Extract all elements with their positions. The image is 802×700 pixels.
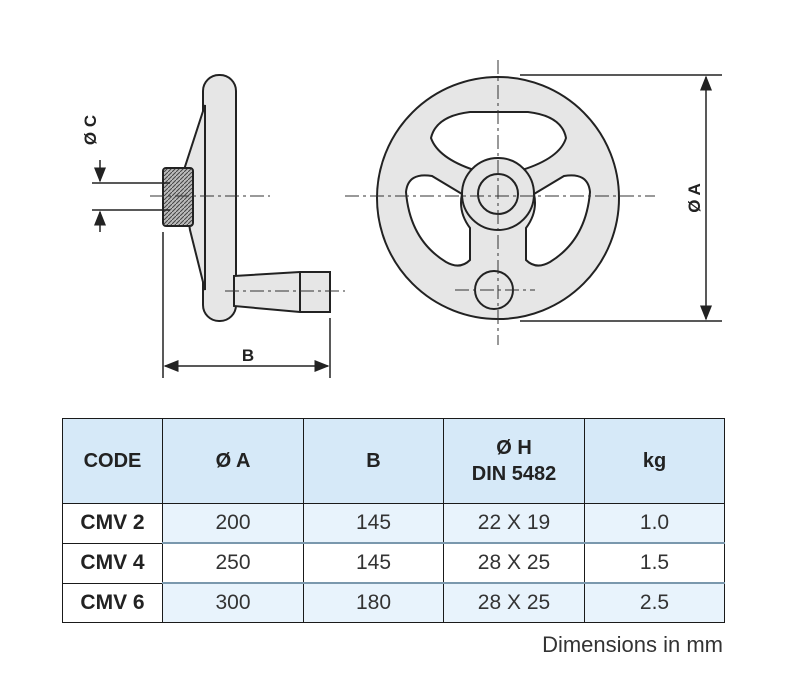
side-handle bbox=[233, 271, 331, 313]
cell-b: 145 bbox=[303, 503, 444, 544]
dimensions-note: Dimensions in mm bbox=[542, 632, 723, 657]
cell-kg: 1.5 bbox=[584, 542, 725, 584]
cell-code: CMV 4 bbox=[62, 542, 163, 584]
table-row: CMV 6 300 180 28 X 25 2.5 bbox=[62, 582, 725, 623]
dim-b-label: B bbox=[242, 346, 254, 365]
handwheel-technical-drawing: B Ø C Ø A bbox=[81, 60, 722, 378]
side-hub bbox=[162, 167, 194, 227]
cell-code: CMV 2 bbox=[62, 503, 163, 544]
cell-dia-h: 28 X 25 bbox=[443, 582, 585, 623]
cell-dia-a: 250 bbox=[162, 542, 304, 584]
table-row: CMV 2 200 145 22 X 19 1.0 bbox=[62, 503, 725, 544]
cell-code: CMV 6 bbox=[62, 582, 163, 623]
cell-kg: 2.5 bbox=[584, 582, 725, 623]
cell-b: 145 bbox=[303, 542, 444, 584]
dim-a-label: Ø A bbox=[685, 183, 704, 213]
side-view bbox=[162, 74, 331, 322]
cell-dia-a: 300 bbox=[162, 582, 304, 623]
side-rim bbox=[202, 74, 237, 322]
header-code: CODE bbox=[62, 418, 163, 504]
cell-dia-h: 22 X 19 bbox=[443, 503, 585, 544]
header-b: B bbox=[303, 418, 444, 504]
dim-c-label: Ø C bbox=[81, 115, 100, 145]
cell-b: 180 bbox=[303, 582, 444, 623]
cell-dia-h: 28 X 25 bbox=[443, 542, 585, 584]
cell-dia-a: 200 bbox=[162, 503, 304, 544]
table-row: CMV 4 250 145 28 X 25 1.5 bbox=[62, 542, 725, 584]
header-kg: kg bbox=[584, 418, 725, 504]
header-dia-a: Ø A bbox=[162, 418, 304, 504]
cell-kg: 1.0 bbox=[584, 503, 725, 544]
